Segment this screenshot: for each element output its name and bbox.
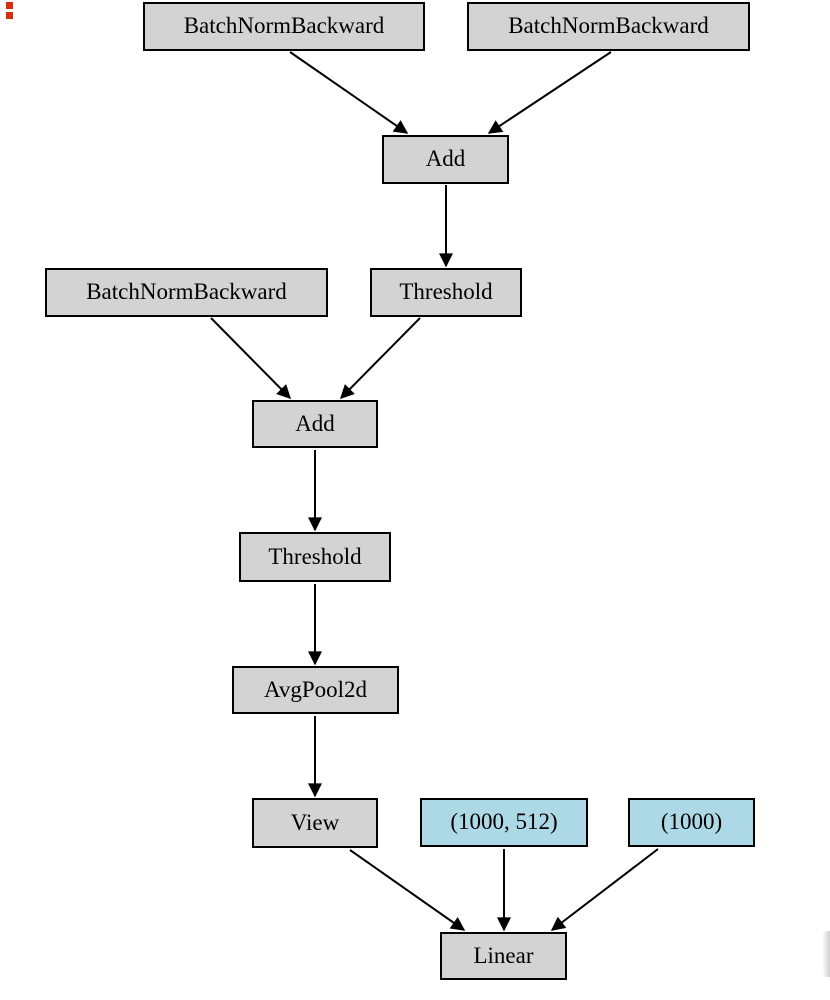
edge-batchnormbackward2-add1 <box>487 51 612 134</box>
red-dot-icon <box>6 12 13 19</box>
node-view: View <box>252 798 378 848</box>
node-tensor-1000x512: (1000, 512) <box>420 798 588 847</box>
node-batchnormbackward-2: BatchNormBackward <box>467 2 750 51</box>
node-add-1: Add <box>382 135 509 184</box>
edge-threshold1-add2 <box>340 317 421 399</box>
node-batchnormbackward-1: BatchNormBackward <box>143 2 425 51</box>
red-colon-artifact <box>6 2 14 20</box>
scrollbar-thumb[interactable] <box>822 931 830 977</box>
edge-batchnormbackward3-add2 <box>210 317 291 399</box>
red-dot-icon <box>6 2 13 9</box>
node-batchnormbackward-3: BatchNormBackward <box>45 268 328 317</box>
edge-tensor1000-linear <box>550 848 659 931</box>
node-threshold-2: Threshold <box>239 532 391 582</box>
node-tensor-1000: (1000) <box>628 798 755 847</box>
node-add-2: Add <box>252 400 378 448</box>
edge-batchnormbackward1-add1 <box>289 51 409 134</box>
node-avgpool2d: AvgPool2d <box>232 666 399 714</box>
node-threshold-1: Threshold <box>370 268 522 317</box>
node-linear: Linear <box>440 932 567 980</box>
edge-view-linear <box>349 849 466 931</box>
